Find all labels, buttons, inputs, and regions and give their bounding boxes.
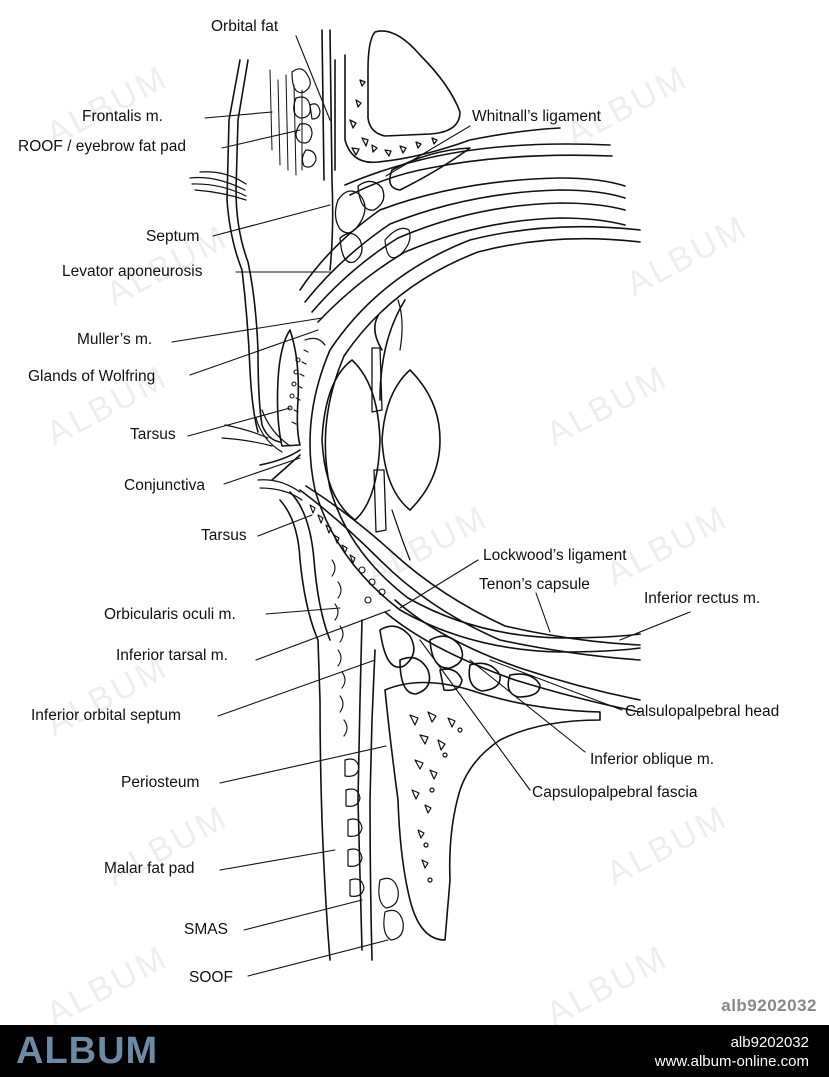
footer-image-id: alb9202032 bbox=[730, 1034, 809, 1051]
lower-orbital-fat bbox=[379, 599, 641, 713]
label-muller: Muller’s m. bbox=[77, 331, 153, 348]
label-capsulo-fascia: Capsulopalpebral fascia bbox=[532, 784, 698, 801]
label-inferior-rectus: Inferior rectus m. bbox=[644, 590, 761, 607]
label-whitnall: Whitnall’s ligament bbox=[472, 108, 601, 125]
label-levator: Levator aponeurosis bbox=[62, 263, 203, 280]
image-id-watermark: alb9202032 bbox=[721, 996, 817, 1015]
label-wolfring: Glands of Wolfring bbox=[28, 368, 156, 385]
orbital-floor-bone bbox=[384, 681, 601, 941]
label-orbicularis: Orbicularis oculi m. bbox=[104, 606, 236, 623]
orbital-roof-bone bbox=[334, 30, 561, 171]
upper-tarsus bbox=[221, 329, 326, 453]
globe bbox=[309, 225, 641, 653]
label-soof: SOOF bbox=[189, 969, 233, 986]
label-inferior-tarsal: Inferior tarsal m. bbox=[116, 647, 228, 664]
eyelid-cross-section-drawing bbox=[171, 29, 691, 977]
label-tarsus-lower: Tarsus bbox=[201, 527, 247, 544]
label-malar: Malar fat pad bbox=[104, 860, 195, 877]
label-calsulo-head: Calsulopalpebral head bbox=[625, 703, 780, 720]
label-periosteum: Periosteum bbox=[121, 774, 200, 791]
upper-lid-skin bbox=[189, 29, 334, 443]
footer-bar: ALBUM alb9202032 www.album-online.com bbox=[0, 1025, 829, 1077]
label-inferior-septum: Inferior orbital septum bbox=[31, 707, 181, 724]
label-tarsus-upper: Tarsus bbox=[130, 426, 176, 443]
label-lockwood: Lockwood’s ligament bbox=[483, 547, 627, 564]
album-logo[interactable]: ALBUM bbox=[16, 1030, 159, 1072]
footer-url-link[interactable]: www.album-online.com bbox=[654, 1053, 809, 1070]
label-conjunctiva: Conjunctiva bbox=[124, 477, 205, 494]
anatomy-figure: ALBUM ALBUM ALBUM ALBUM ALBUM ALBUM ALBU… bbox=[18, 18, 817, 1034]
label-roof: ROOF / eyebrow fat pad bbox=[18, 138, 186, 155]
levator-muller-complex bbox=[299, 177, 626, 323]
lower-lid bbox=[257, 449, 641, 961]
label-tenon: Tenon’s capsule bbox=[479, 576, 590, 593]
label-frontalis: Frontalis m. bbox=[82, 108, 163, 125]
label-inferior-oblique: Inferior oblique m. bbox=[590, 751, 715, 768]
label-orbital-fat: Orbital fat bbox=[211, 18, 279, 35]
upper-orbital-fat bbox=[334, 143, 613, 264]
label-septum: Septum bbox=[146, 228, 200, 245]
leader-lines bbox=[171, 35, 691, 977]
label-smas: SMAS bbox=[184, 921, 228, 938]
